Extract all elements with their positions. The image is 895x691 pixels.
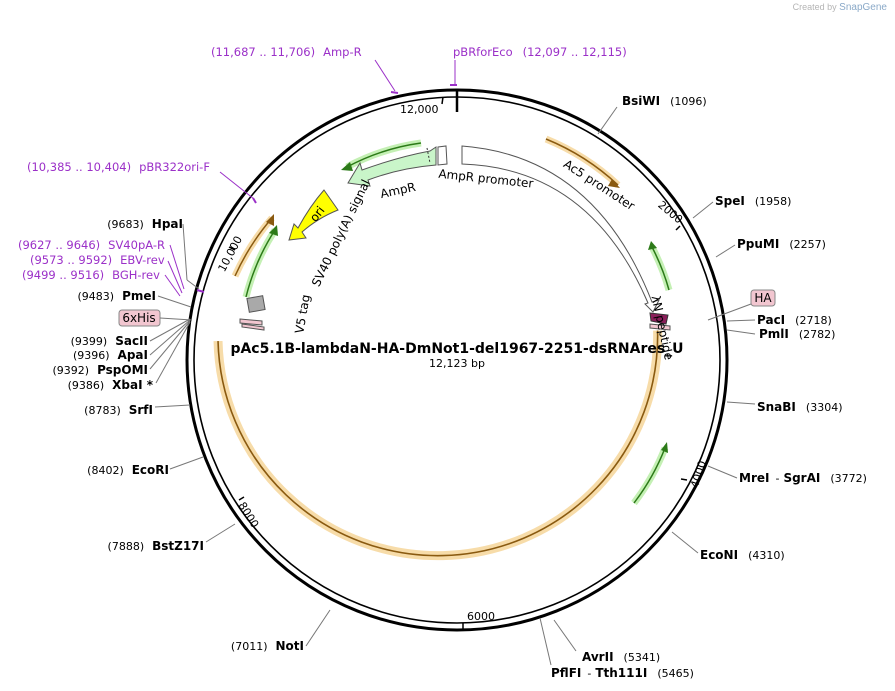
enzyme-leaders bbox=[149, 106, 756, 666]
enzyme-sacii: (9399)SacII bbox=[71, 334, 148, 348]
amp-r-primer-mark bbox=[390, 91, 399, 94]
enzyme-srfi: (8783)SrfI bbox=[84, 403, 153, 417]
ha-tag-mark bbox=[649, 323, 671, 331]
enzyme-spei: SpeI(1958) bbox=[715, 194, 791, 208]
green-arc-lower-arrow bbox=[661, 442, 668, 453]
green-arc-top-line bbox=[346, 142, 422, 168]
green-arc-left bbox=[242, 228, 278, 298]
ha-badge-label: HA bbox=[754, 291, 772, 305]
primer-pbrforeco: pBRforEco(12,097 .. 12,115) bbox=[453, 45, 627, 59]
tick-2000 bbox=[675, 225, 681, 231]
ha-leader bbox=[707, 303, 752, 321]
green-arc-top-arrow bbox=[341, 162, 353, 171]
plasmid-length: 12,123 bp bbox=[429, 357, 485, 370]
enzyme-noti: (7011)NotI bbox=[231, 639, 304, 653]
tick-label-4000: 4000 bbox=[688, 459, 709, 490]
snapgene-credit: Created by SnapGene bbox=[793, 2, 887, 13]
primer-leaders bbox=[164, 59, 456, 297]
enzyme-xbai: (9386)XbaI * bbox=[68, 378, 154, 392]
enzyme-pmli: PmlI(2782) bbox=[759, 327, 835, 341]
primer-ebv-rev: (9573 .. 9592)EBV-rev bbox=[30, 253, 165, 267]
ampr-dash bbox=[426, 147, 431, 164]
primer-amp-r: (11,687 .. 11,706)Amp-R bbox=[211, 45, 362, 59]
enzyme-econi: EcoNI(4310) bbox=[700, 548, 785, 562]
ac5-promoter-arrow bbox=[461, 145, 660, 313]
insert-line bbox=[217, 330, 659, 557]
v5-tag-label: V5 tag bbox=[292, 293, 313, 334]
tick-label-8000: 8000 bbox=[235, 500, 261, 531]
primer-pbr322ori-f: (10,385 .. 10,404)pBR322ori-F bbox=[27, 160, 210, 174]
enzyme-pflfi-tth111i: PflFI-Tth111I(5465) bbox=[551, 666, 694, 680]
primer-bgh-rev: (9499 .. 9516)BGH-rev bbox=[22, 268, 160, 282]
his-badge-label: 6xHis bbox=[122, 311, 155, 325]
tick-12000 bbox=[441, 96, 444, 105]
ampr-promoter-head bbox=[437, 145, 448, 166]
sv40-label: SV40 poly(A) signal bbox=[309, 177, 373, 288]
green-arc-right-arrow bbox=[648, 241, 657, 250]
tick-label-12000: 12,000 bbox=[400, 103, 439, 116]
plasmid-name: pAc5.1B-lambdaN-HA-DmNot1-del1967-2251-d… bbox=[230, 341, 683, 357]
sv40-box bbox=[246, 295, 266, 313]
green-arc-lower-line bbox=[633, 447, 666, 504]
ha-badge bbox=[750, 289, 776, 307]
v5-tag-mark bbox=[239, 318, 263, 326]
orange-arc-left-arrow bbox=[266, 214, 274, 226]
green-arc-lower bbox=[631, 446, 669, 506]
green-arc-left-arrow bbox=[269, 225, 278, 236]
enzyme-bstz17i: (7888)BstZ17I bbox=[108, 539, 204, 553]
enzyme-apai: (9396)ApaI bbox=[73, 348, 148, 362]
ampr-label: AmpR bbox=[379, 180, 417, 201]
pbr322ori-primer-mark bbox=[252, 197, 257, 204]
enzyme-bsiwi: BsiWI(1096) bbox=[622, 94, 707, 108]
enzyme-hpai: (9683)HpaI bbox=[107, 217, 183, 231]
credit-prefix: Created by bbox=[792, 2, 837, 12]
ori-arrow bbox=[288, 189, 339, 241]
tick-10000 bbox=[228, 246, 236, 251]
enzyme-ecori: (8402)EcoRI bbox=[87, 463, 169, 477]
enzyme-pspomi: (9392)PspOMI bbox=[52, 363, 148, 377]
tick-8000 bbox=[238, 496, 245, 501]
enzyme-paci: PacI(2718) bbox=[757, 313, 832, 327]
lambdan-mark bbox=[649, 312, 669, 325]
tick-label-6000: 6000 bbox=[467, 610, 495, 623]
enzyme-pmei: (9483)PmeI bbox=[78, 289, 156, 303]
his-leader bbox=[159, 317, 193, 321]
enzyme-mrei-sgrai: MreI-SgrAI(3772) bbox=[739, 471, 867, 485]
snapgene-logo: SnapGene bbox=[839, 2, 887, 13]
orange-arc-top-arrow bbox=[608, 179, 620, 188]
bgh-primer-mark bbox=[196, 289, 205, 293]
primer-sv40pa-r: (9627 .. 9646)SV40pA-R bbox=[18, 238, 165, 252]
his-tag-mark bbox=[241, 323, 265, 331]
tick-4000 bbox=[680, 478, 688, 481]
enzyme-ppumi: PpuMI(2257) bbox=[737, 237, 826, 251]
enzyme-snabi: SnaBI(3304) bbox=[757, 400, 842, 414]
enzyme-avrii: AvrII(5341) bbox=[582, 650, 660, 664]
ampr-arrow bbox=[347, 146, 437, 187]
